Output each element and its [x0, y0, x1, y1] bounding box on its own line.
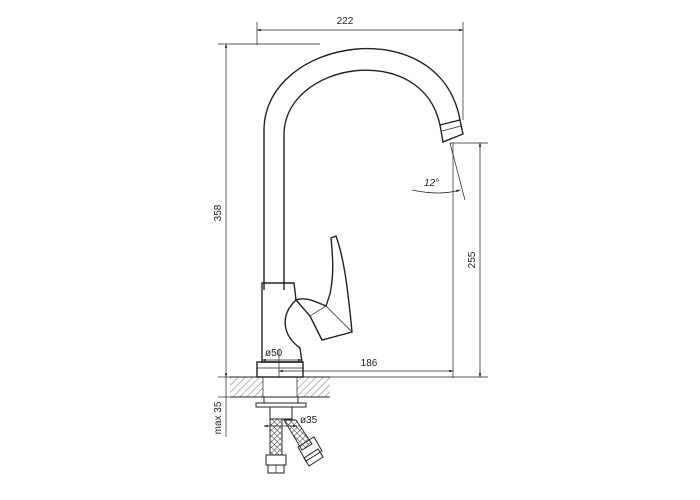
supply-hoses: [265, 418, 324, 474]
dimension-base-diameter: ø50: [261, 348, 303, 362]
overall-width-label: 222: [337, 16, 354, 27]
dimension-spout-angle: 12°: [411, 142, 466, 201]
dimension-overall-width: 222: [256, 16, 464, 120]
dimension-counter-thickness: max 35: [213, 377, 232, 437]
base-diameter-label: ø50: [265, 348, 283, 359]
dimension-hole-diameter: ø35: [263, 415, 318, 428]
dimension-overall-height: 358: [213, 43, 320, 378]
faucet-body: [255, 47, 464, 420]
spout-reach-label: 186: [361, 358, 378, 369]
spout-angle-label: 12°: [424, 178, 439, 189]
counter-thickness-label: max 35: [213, 401, 224, 434]
overall-height-label: 358: [213, 204, 224, 221]
hole-diameter-label: ø35: [300, 415, 318, 426]
spout-height-label: 255: [467, 251, 478, 268]
dimension-spout-height: 255: [330, 142, 488, 378]
dimension-spout-reach: 186: [278, 143, 454, 378]
countertop: [230, 376, 330, 398]
